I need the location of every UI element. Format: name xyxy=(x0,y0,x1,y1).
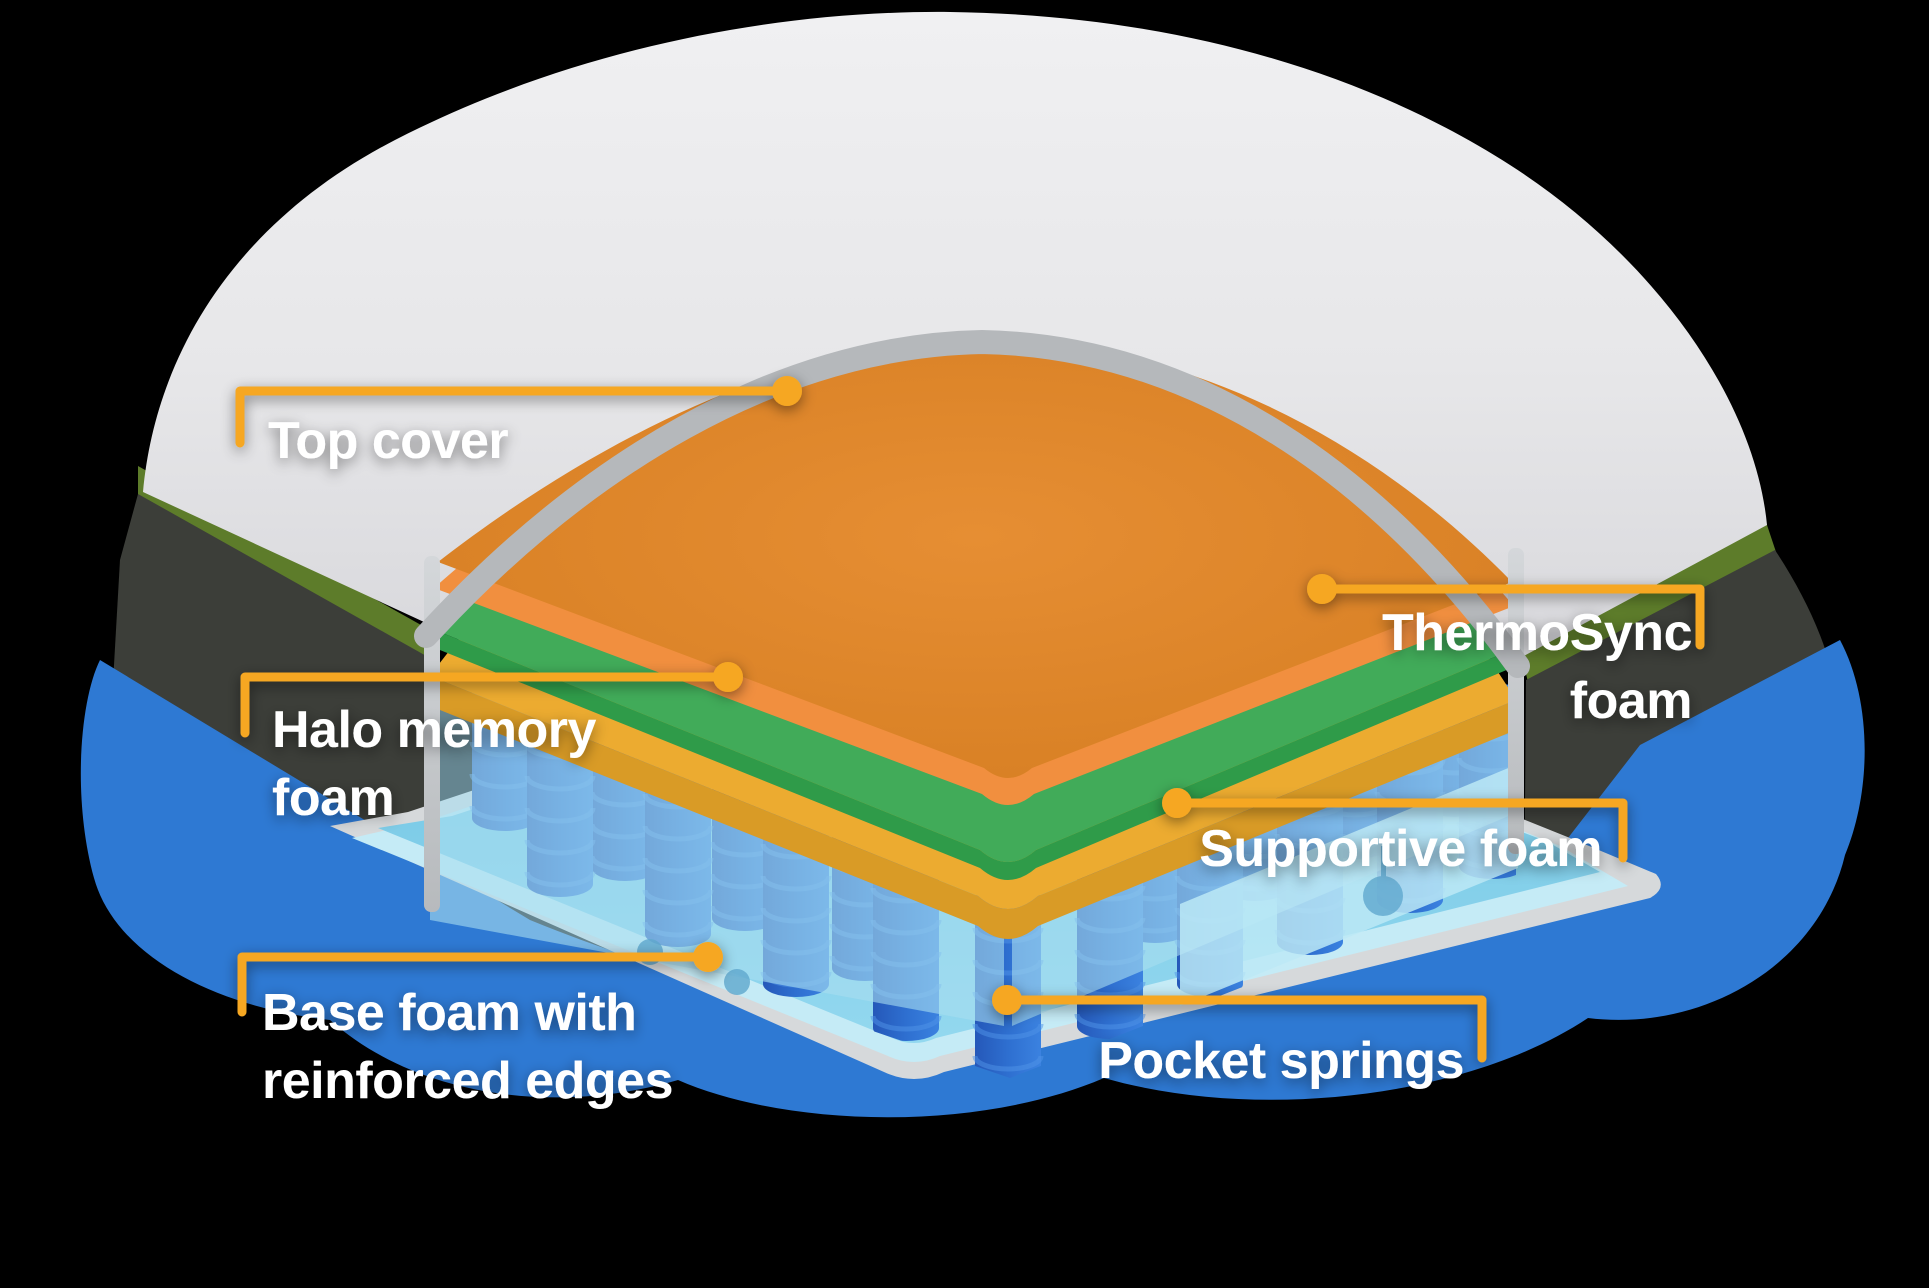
thermosync-foam-callout: ThermoSync foam xyxy=(1307,574,1705,730)
base-foam-label-line1: Base foam with xyxy=(262,984,636,1042)
halo-memory-foam-callout: Halo memory foam xyxy=(240,662,743,827)
top-cover-callout: Top cover xyxy=(235,376,802,470)
base-foam-label-line2: reinforced edges xyxy=(262,1052,673,1110)
pocket-springs-callout: Pocket springs xyxy=(992,985,1487,1090)
callout-layer: Top cover ThermoSync foam Halo memory fo… xyxy=(235,376,1705,1110)
halo-memory-foam-label-line2: foam xyxy=(272,769,394,827)
supportive-foam-label: Supportive foam xyxy=(1199,820,1602,878)
pocket-springs-label: Pocket springs xyxy=(1098,1032,1464,1090)
callout-line xyxy=(235,386,792,448)
tuft-nub-stem xyxy=(1381,846,1386,884)
callout-dot xyxy=(772,376,802,406)
thermosync-foam-layer xyxy=(438,338,1512,778)
encasement-panel-right xyxy=(1012,700,1518,1026)
halo-memory-foam-edge xyxy=(430,628,1516,880)
thermosync-foam-label-line1: ThermoSync xyxy=(1382,604,1692,662)
callout-dot xyxy=(992,985,1022,1015)
callout-line xyxy=(237,952,713,1017)
supportive-foam-callout: Supportive foam xyxy=(1162,788,1628,878)
callout-line xyxy=(240,672,733,738)
callout-dot xyxy=(1307,574,1337,604)
halo-memory-foam-label-line1: Halo memory xyxy=(272,701,597,759)
callout-dot xyxy=(693,942,723,972)
encasement-rail-right xyxy=(1180,764,1518,1006)
callout-dot xyxy=(713,662,743,692)
top-cover-cut-rim xyxy=(414,329,1530,678)
top-cover-label: Top cover xyxy=(268,412,508,470)
callout-dot xyxy=(1162,788,1192,818)
thermosync-foam-label-line2: foam xyxy=(1570,672,1692,730)
cut-wall-right xyxy=(1508,548,1524,854)
callout-line xyxy=(1317,584,1705,650)
callout-line xyxy=(1002,995,1487,1063)
olive-trim-right xyxy=(1520,522,1776,682)
tuft-nub xyxy=(724,969,750,995)
base-foam-callout: Base foam with reinforced edges xyxy=(237,942,723,1110)
callout-line xyxy=(1172,798,1628,863)
tuft-nub xyxy=(1363,876,1403,916)
